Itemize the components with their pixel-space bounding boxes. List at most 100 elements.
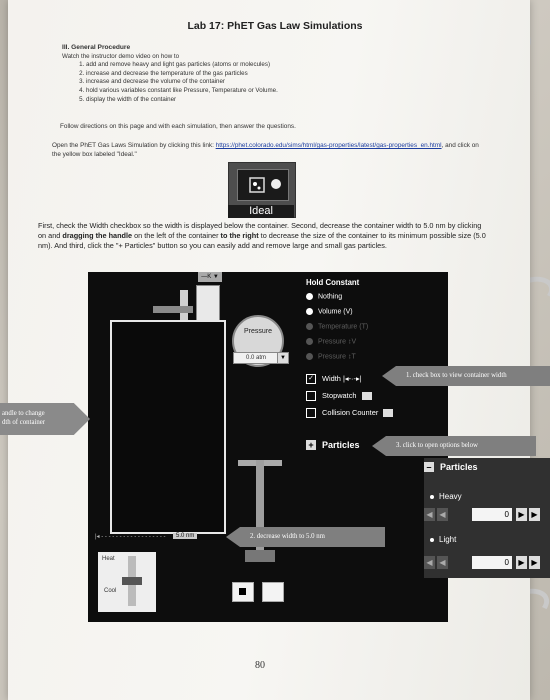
- width-measurement: |◂ - - - - - - - - - - - - - - - - - - 5…: [95, 533, 230, 543]
- heavy-decrease-button[interactable]: ◀: [437, 508, 448, 521]
- minus-icon: –: [424, 462, 434, 472]
- hold-option-temperature[interactable]: Temperature (T): [306, 323, 368, 330]
- open-text-after: , and click on the yellow box labeled "I…: [52, 142, 479, 158]
- open-instructions: Open the PhET Gas Laws Simulation by cli…: [52, 141, 482, 159]
- ideal-label[interactable]: Ideal: [228, 205, 294, 218]
- first-instructions: First, check the Width checkbox so the w…: [38, 221, 488, 251]
- procedure-steps: add and remove heavy and light gas parti…: [62, 61, 278, 104]
- annotation-left-line: dth of container: [2, 419, 46, 426]
- first-text: to decrease the size of the container to…: [38, 231, 486, 250]
- first-bold: dragging the handle: [62, 231, 133, 240]
- annotation-1: 1. check box to view container width: [382, 366, 550, 386]
- stopwatch-icon: [361, 392, 372, 401]
- procedure-step: display the width of the container: [86, 96, 278, 105]
- hold-option-nothing[interactable]: Nothing: [306, 293, 342, 300]
- radio-icon: [306, 338, 313, 345]
- width-measure-label: 5.0 nm: [173, 533, 198, 539]
- procedure-step: increase and decrease the volume of the …: [86, 78, 278, 87]
- lid-control[interactable]: —K ▼: [198, 272, 222, 282]
- procedure-step: hold various variables constant like Pre…: [86, 87, 278, 96]
- pump-base: [245, 550, 275, 562]
- hold-constant-title: Hold Constant: [306, 278, 360, 287]
- radio-icon: [306, 353, 313, 360]
- stopwatch-label: Stopwatch: [322, 391, 357, 400]
- hold-option-label: Pressure ↕T: [318, 353, 356, 361]
- follow-instructions: Follow directions on this page and with …: [60, 123, 296, 130]
- light-count[interactable]: 0: [472, 556, 512, 569]
- annotation-left: andle to change dth of container: [0, 403, 90, 435]
- first-text: on the left of the container: [132, 231, 221, 240]
- ruler: [180, 290, 188, 320]
- pump-body: [256, 460, 264, 550]
- light-increase-button[interactable]: ▶: [516, 556, 527, 569]
- heavy-decrease-many-button[interactable]: ◀: [424, 508, 435, 521]
- hold-option-pressure-t[interactable]: Pressure ↕T: [306, 353, 356, 360]
- section-heading: III. General Procedure: [62, 44, 131, 51]
- light-counter: ◀ ◀ 0 ▶ ▶: [424, 556, 550, 569]
- width-measure-line: |◂ - - - - - - - - - - - - - - - - - -: [95, 534, 166, 540]
- plus-icon: +: [306, 440, 316, 450]
- lid-handle[interactable]: [153, 306, 193, 313]
- light-label: Light: [439, 535, 457, 544]
- cool-label: Cool: [104, 588, 117, 594]
- collision-counter-label: Collision Counter: [322, 408, 379, 417]
- phet-link[interactable]: https://phet.colorado.edu/sims/html/gas-…: [215, 142, 442, 149]
- procedure-step: increase and decrease the temperature of…: [86, 70, 278, 79]
- first-text: First, check the Width checkbox so the w…: [38, 221, 482, 240]
- collision-counter-checkbox[interactable]: Collision Counter: [306, 408, 394, 419]
- first-bold: to the right: [220, 231, 259, 240]
- stopwatch-checkbox[interactable]: Stopwatch: [306, 391, 372, 402]
- open-text: Open the PhET Gas Laws Simulation by cli…: [52, 142, 216, 149]
- particles-expand-button[interactable]: + Particles: [306, 440, 360, 450]
- heat-slider-knob[interactable]: [122, 577, 142, 585]
- heavy-counter: ◀ ◀ 0 ▶ ▶: [424, 508, 550, 521]
- hold-option-label: Volume (V): [318, 308, 353, 316]
- light-particle-icon: [430, 537, 434, 542]
- width-label: Width: [322, 374, 341, 383]
- heavy-increase-many-button[interactable]: ▶: [529, 508, 540, 521]
- particles-panel-title[interactable]: –Particles: [424, 462, 478, 472]
- reset-button[interactable]: [262, 582, 284, 602]
- pressure-readout: 0.0 atm: [233, 352, 279, 364]
- pressure-unit-dropdown[interactable]: ▼: [277, 352, 289, 364]
- particles-label: Particles: [322, 440, 360, 450]
- step-button[interactable]: [232, 582, 254, 602]
- checkbox-icon: [306, 391, 316, 402]
- hold-option-label: Nothing: [318, 293, 343, 301]
- heavy-particle-icon: [430, 494, 434, 499]
- thumbnail-preview: [237, 169, 289, 201]
- hold-option-label: Pressure ↕V: [318, 338, 357, 346]
- hold-option-volume[interactable]: Volume (V): [306, 308, 353, 315]
- heavy-label-row: Heavy: [430, 492, 462, 501]
- hold-option-pressure-v[interactable]: Pressure ↕V: [306, 338, 356, 345]
- radio-icon: [306, 323, 313, 330]
- checkmark-icon: ✓: [306, 374, 316, 385]
- width-checkbox[interactable]: ✓ Width |◂-·-▸|: [306, 374, 362, 385]
- stop-icon: [239, 588, 246, 595]
- page-number: 80: [255, 660, 265, 671]
- page-title: Lab 17: PhET Gas Law Simulations: [187, 20, 363, 32]
- heat-label: Heat: [102, 556, 115, 562]
- heavy-label: Heavy: [439, 492, 462, 501]
- annotation-left-line: andle to change: [2, 410, 45, 417]
- checkbox-icon: [306, 408, 316, 419]
- annotation-2: 2. decrease width to 5.0 nm: [226, 527, 385, 547]
- procedure-step: add and remove heavy and light gas parti…: [86, 61, 278, 70]
- radio-icon: [306, 308, 313, 315]
- width-arrow-icon: |◂-·-▸|: [342, 374, 362, 383]
- hold-option-label: Temperature (T): [318, 323, 369, 331]
- radio-icon: [306, 293, 313, 300]
- light-decrease-many-button[interactable]: ◀: [424, 556, 435, 569]
- heavy-count[interactable]: 0: [472, 508, 512, 521]
- gas-container[interactable]: [110, 320, 226, 534]
- heavy-increase-button[interactable]: ▶: [516, 508, 527, 521]
- heat-cool-control[interactable]: Heat Cool: [98, 552, 156, 612]
- procedure-intro: Watch the instructor demo video on how t…: [62, 52, 180, 60]
- light-label-row: Light: [430, 535, 456, 544]
- annotation-3: 3. click to open options below: [372, 436, 536, 456]
- procedure-block: III. General Procedure Watch the instruc…: [62, 44, 278, 104]
- light-increase-many-button[interactable]: ▶: [529, 556, 540, 569]
- particles-panel-label: Particles: [440, 462, 478, 472]
- light-decrease-button[interactable]: ◀: [437, 556, 448, 569]
- collision-counter-icon: [383, 409, 394, 418]
